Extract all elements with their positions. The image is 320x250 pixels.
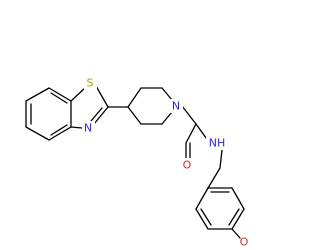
atom-label-thiazole-nitrogen: N (82, 121, 95, 135)
molecule-structure: S N N O NH O (25, 76, 250, 249)
benzene-ring (25, 87, 72, 141)
acetamide-linker (181, 105, 210, 161)
methoxybenzyl-group (195, 149, 245, 230)
piperidine-ring (107, 87, 173, 125)
atom-label-amide-nh: NH (206, 136, 228, 150)
atom-label-sulfur: S (84, 76, 97, 90)
thiazole-ring (70, 85, 109, 129)
atom-label-carbonyl-oxygen: O (181, 158, 194, 172)
amide-nh-label: NH (209, 137, 226, 150)
thiazole-nitrogen-label: N (84, 122, 92, 135)
piperidine-nitrogen-label: N (172, 100, 180, 113)
carbonyl-oxygen-label: O (183, 159, 192, 172)
atom-label-methoxy-oxygen: O (239, 235, 250, 249)
methoxy-oxygen-label: O (240, 236, 249, 249)
atom-label-piperidine-nitrogen: N (170, 99, 183, 113)
sulfur-label: S (87, 77, 94, 90)
methoxy-bond (231, 228, 241, 239)
